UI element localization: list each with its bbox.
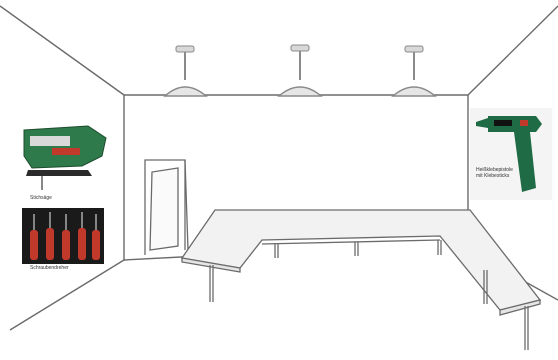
jigsaw-icon: [18, 116, 114, 196]
workbench-top: [182, 210, 540, 310]
screwdrivers-caption: Schraubendreher: [30, 266, 110, 272]
workbench: [182, 210, 540, 350]
pendant-lamp-middle: [279, 45, 321, 96]
pendant-lamps: [165, 45, 435, 96]
glue-gun-caption: Heißklebepistole mit Klebesticks: [476, 168, 516, 180]
glue-gun-icon: [470, 108, 552, 200]
screwdriver-set-icon: [22, 208, 104, 264]
door-leaf: [150, 168, 178, 250]
jigsaw-caption: Stichsäge: [30, 196, 110, 202]
ceiling-edge-left: [0, 6, 124, 95]
door[interactable]: [145, 160, 188, 255]
ceiling-edge-right: [468, 6, 558, 95]
pendant-lamp-left: [165, 46, 206, 96]
pendant-lamp-right: [393, 46, 435, 96]
